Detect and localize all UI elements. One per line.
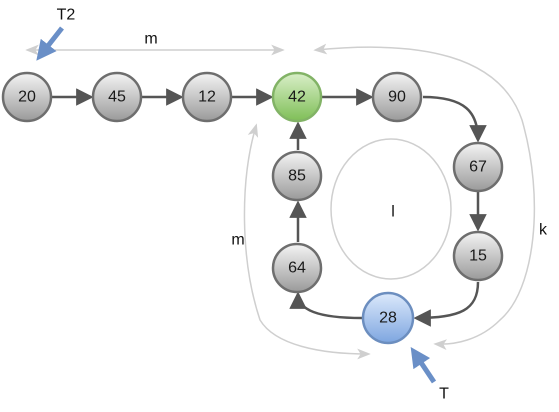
node-64: 64 bbox=[271, 242, 323, 294]
node-42-label: 42 bbox=[288, 89, 306, 106]
loop-center-label: l bbox=[391, 204, 395, 221]
pointer-bottom-label: T bbox=[439, 386, 449, 403]
node-45: 45 bbox=[91, 71, 143, 123]
measure-left-arrow bbox=[243, 123, 371, 360]
node-12-label: 12 bbox=[198, 89, 216, 106]
edge-90-67 bbox=[422, 95, 487, 143]
edge-15-28 bbox=[413, 281, 480, 327]
node-90: 90 bbox=[371, 71, 423, 123]
node-20-label: 20 bbox=[18, 89, 36, 106]
pointer-top-label: T2 bbox=[57, 7, 76, 24]
node-28-label: 28 bbox=[379, 310, 397, 327]
node-67: 67 bbox=[452, 141, 504, 193]
node-45-label: 45 bbox=[108, 89, 126, 106]
edge-28-64 bbox=[289, 291, 363, 320]
list-nodes: 20 45 12 42 90 67 15 28 bbox=[1, 71, 504, 345]
pointer-bottom-arrow bbox=[410, 347, 437, 384]
annotations: T2 T m m k l bbox=[57, 7, 548, 403]
measure-left-label: m bbox=[231, 232, 244, 249]
pointers bbox=[36, 26, 437, 384]
node-85-label: 85 bbox=[288, 168, 306, 185]
measure-top-label: m bbox=[144, 31, 157, 48]
pointer-top-arrow bbox=[36, 26, 64, 61]
node-85: 85 bbox=[271, 150, 323, 202]
node-15-label: 15 bbox=[469, 248, 487, 265]
list-edges bbox=[52, 88, 487, 327]
node-15: 15 bbox=[452, 230, 504, 282]
node-20: 20 bbox=[1, 71, 53, 123]
node-67-label: 67 bbox=[469, 159, 487, 176]
loop-center-ellipse bbox=[330, 138, 452, 280]
measure-right-arrow bbox=[313, 43, 536, 350]
node-28: 28 bbox=[361, 291, 415, 345]
node-90-label: 90 bbox=[388, 89, 406, 106]
node-12: 12 bbox=[181, 71, 233, 123]
measure-lines bbox=[25, 43, 536, 360]
measure-right-label: k bbox=[539, 222, 548, 239]
node-42: 42 bbox=[271, 71, 323, 123]
node-64-label: 64 bbox=[288, 260, 306, 277]
